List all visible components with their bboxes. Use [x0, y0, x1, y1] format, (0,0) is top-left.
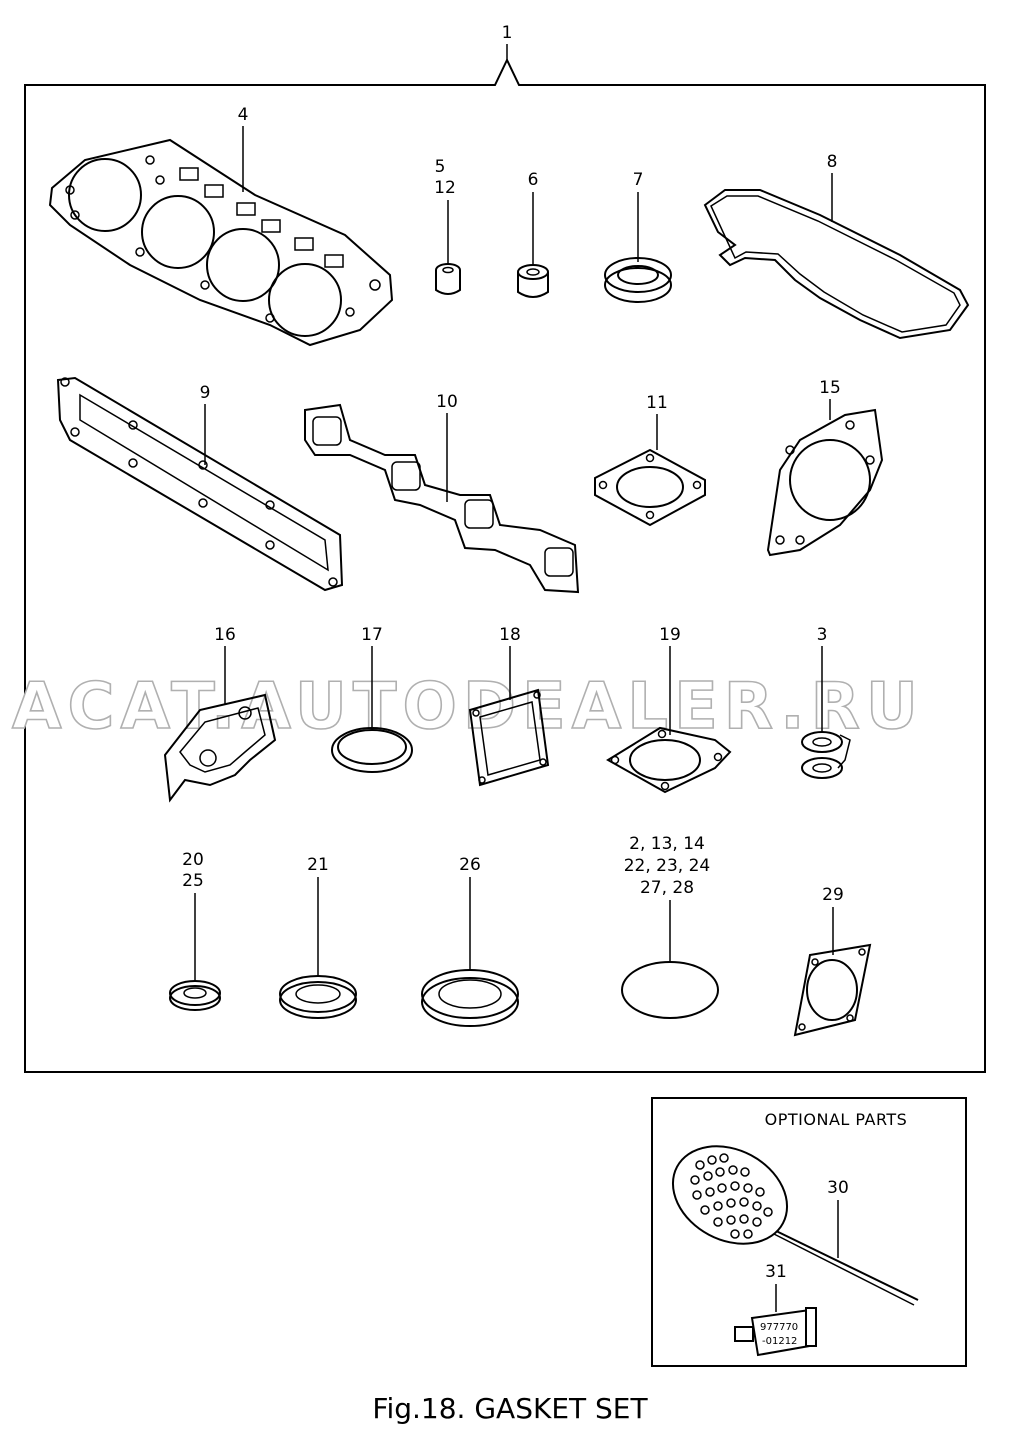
callout-20: 20: [182, 850, 204, 870]
callout-17: 17: [361, 625, 383, 645]
flange-gasket-part-19: [606, 726, 732, 794]
callout-5: 5: [435, 157, 446, 177]
tube-label-line-2: -01212: [762, 1336, 797, 1347]
washer-part-26: [421, 969, 519, 1027]
figure-caption: Fig.18. GASKET SET: [372, 1392, 648, 1425]
sealant-tube-part-31: 977770 -01212: [734, 1307, 817, 1357]
callout-21: 21: [307, 855, 329, 875]
valve-stem-seal-part-5-12: [435, 263, 461, 295]
optional-parts-title: OPTIONAL PARTS: [765, 1110, 908, 1129]
callout-31: 31: [765, 1262, 787, 1282]
callout-15: 15: [819, 378, 841, 398]
callout-10: 10: [436, 392, 458, 412]
gasket-part-16: [163, 693, 277, 803]
washer-pair-part-3: [801, 731, 851, 779]
flange-gasket-part-11: [594, 448, 706, 527]
callout-o-ring-line-3: 27, 28: [640, 878, 694, 898]
callout-7: 7: [633, 170, 644, 190]
callout-12: 12: [434, 178, 456, 198]
gasket-part-29: [793, 943, 872, 1037]
callout-26: 26: [459, 855, 481, 875]
callout-1: 1: [502, 23, 513, 43]
rocker-cover-gasket-part-8: [703, 189, 970, 340]
bushing-part-6: [517, 264, 549, 298]
cylinder-hone-brush-part-30: [671, 1145, 919, 1306]
optional-parts-box: [651, 1097, 967, 1367]
washer-part-20-25: [169, 980, 221, 1011]
callout-19: 19: [659, 625, 681, 645]
callout-6: 6: [528, 170, 539, 190]
washer-part-21: [279, 975, 357, 1019]
water-pump-gasket-part-15: [766, 408, 884, 557]
callout-16: 16: [214, 625, 236, 645]
callout-18: 18: [499, 625, 521, 645]
callout-4: 4: [238, 105, 249, 125]
exhaust-manifold-gasket-part-10: [304, 403, 580, 594]
gasket-part-18: [468, 688, 550, 787]
callout-o-ring-line-1: 2, 13, 14: [629, 834, 705, 854]
callout-3: 3: [817, 625, 828, 645]
callout-30: 30: [827, 1178, 849, 1198]
callout-o-ring-line-2: 22, 23, 24: [624, 856, 711, 876]
callout-9: 9: [200, 383, 211, 403]
o-ring-parts: [621, 961, 719, 1019]
callout-25: 25: [182, 871, 204, 891]
tube-label-line-1: 977770: [760, 1322, 798, 1333]
watermark: ACAT.AUTODEALER.RU: [12, 670, 924, 744]
washer-part-7: [604, 257, 672, 303]
callout-11: 11: [646, 393, 668, 413]
gasket-set-frame: [24, 57, 986, 1073]
manifold-gasket-part-9: [56, 376, 344, 592]
callout-29: 29: [822, 885, 844, 905]
callout-8: 8: [827, 152, 838, 172]
cylinder-head-gasket-part-4: [48, 138, 394, 347]
